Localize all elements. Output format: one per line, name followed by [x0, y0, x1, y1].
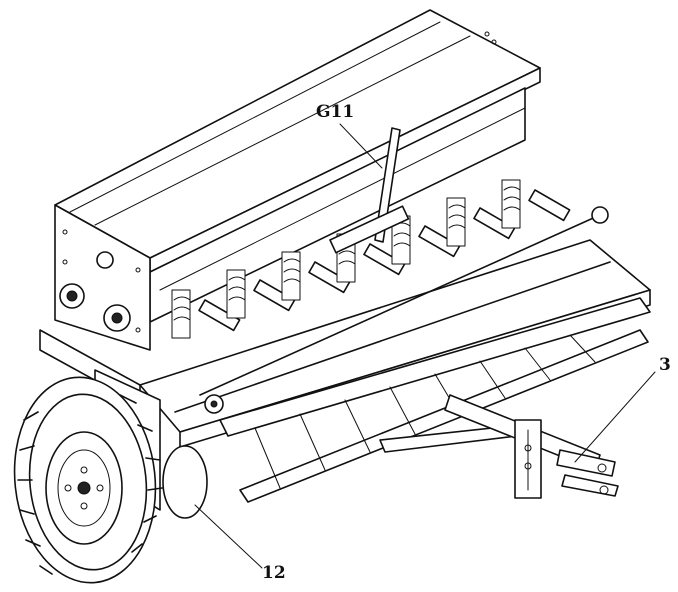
- adjustment-lever-g11: [329, 127, 410, 254]
- callout-label-12: 12: [262, 563, 286, 583]
- metering-units: [171, 179, 571, 339]
- seed-hopper: [54, 9, 541, 351]
- ground-wheel: [13, 376, 208, 584]
- callout-label-g11: G11: [316, 102, 355, 122]
- covering-harrow: [219, 297, 651, 503]
- cross-shaft: [199, 206, 609, 414]
- hitch-drawbar: [379, 394, 619, 499]
- callout-leaders: [194, 123, 656, 569]
- callout-label-3: 3: [659, 355, 671, 375]
